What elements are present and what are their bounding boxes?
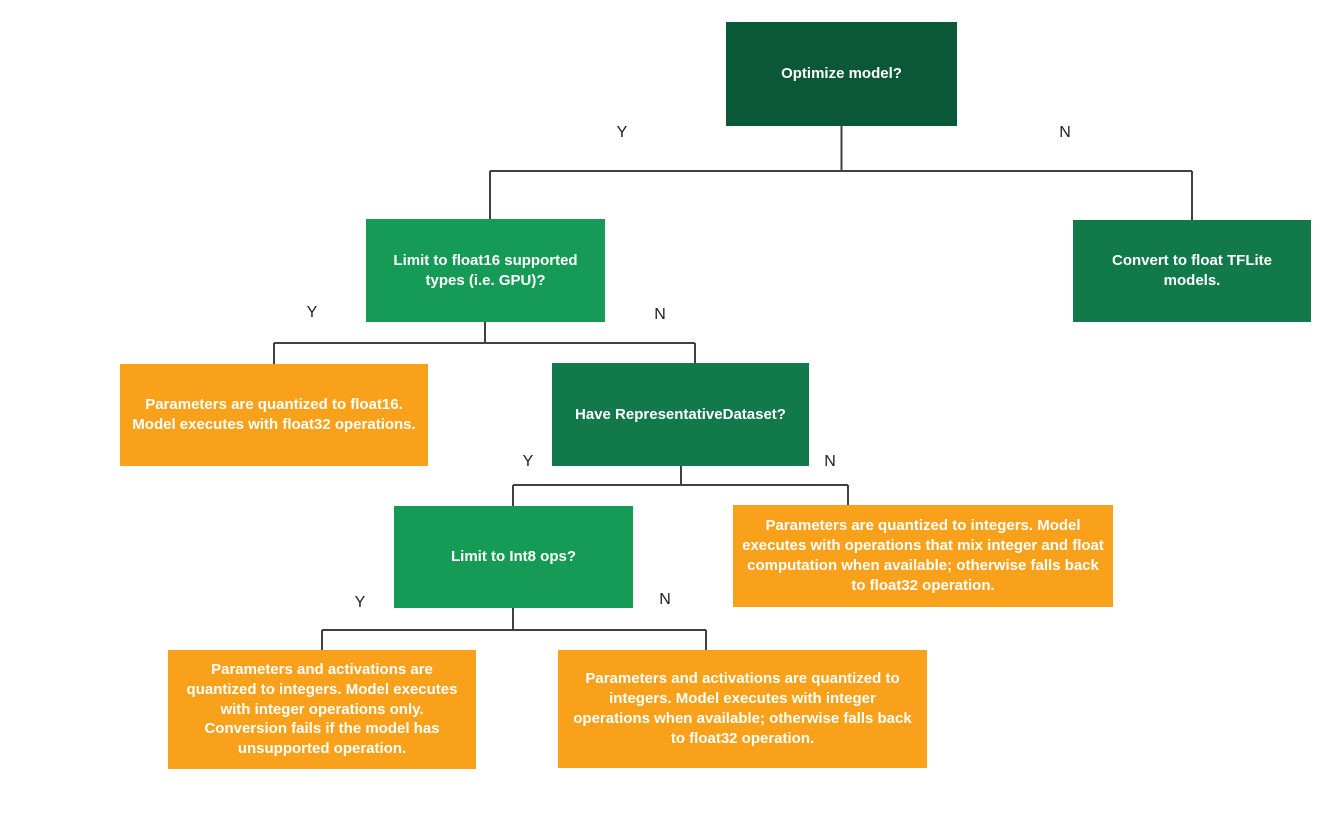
node-quantized-int-fallback-result-label: Parameters and activations are quantized… — [573, 670, 912, 747]
node-quantized-int-mixed-result-label: Parameters are quantized to integers. Mo… — [742, 517, 1104, 594]
node-quantized-int-mixed-result: Parameters are quantized to integers. Mo… — [733, 505, 1113, 607]
edge-label-limit-int8-yes: Y — [354, 594, 366, 611]
connector-limit-float16-children — [273, 322, 696, 364]
node-limit-int8: Limit to Int8 ops? — [394, 506, 633, 608]
node-quantized-int-fallback-result: Parameters and activations are quantized… — [558, 650, 927, 768]
node-limit-float16: Limit to float16 supported types (i.e. G… — [366, 219, 605, 322]
edge-label-have-dataset-no: N — [824, 453, 836, 470]
connector-limit-int8-children — [321, 608, 707, 650]
node-quantized-float16-result-label: Parameters are quantized to float16. Mod… — [132, 396, 416, 433]
edge-label-limit-float16-yes: Y — [306, 304, 318, 321]
node-limit-int8-label: Limit to Int8 ops? — [451, 548, 576, 566]
node-optimize-model: Optimize model? — [726, 22, 957, 126]
node-quantized-float16-result: Parameters are quantized to float16. Mod… — [120, 364, 428, 466]
node-convert-float-tflite: Convert to float TFLite models. — [1073, 220, 1311, 322]
node-optimize-model-label: Optimize model? — [781, 65, 902, 83]
node-convert-float-tflite-label: Convert to float TFLite models. — [1112, 252, 1272, 289]
connector-have-dataset-children — [512, 466, 849, 506]
edge-label-optimize-yes: Y — [616, 124, 628, 141]
edge-label-optimize-no: N — [1059, 124, 1071, 141]
edge-label-limit-int8-no: N — [659, 591, 671, 608]
node-have-representative-dataset: Have RepresentativeDataset? — [552, 363, 809, 466]
node-quantized-int-only-result: Parameters and activations are quantized… — [168, 650, 476, 769]
connector-optimize-children — [489, 126, 1193, 220]
node-quantized-int-only-result-label: Parameters and activations are quantized… — [186, 661, 458, 758]
node-have-representative-dataset-label: Have RepresentativeDataset? — [575, 405, 786, 423]
edge-label-have-dataset-yes: Y — [522, 453, 534, 470]
node-limit-float16-label: Limit to float16 supported types (i.e. G… — [393, 251, 578, 289]
edge-label-limit-float16-no: N — [654, 306, 666, 323]
